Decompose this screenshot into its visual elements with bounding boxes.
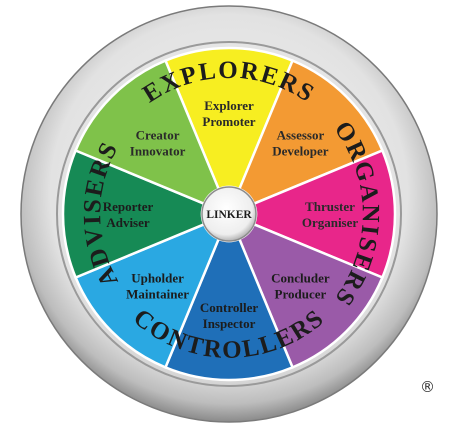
segment-label-line1: Upholder xyxy=(131,270,184,285)
segment-label-line1: Creator xyxy=(136,128,180,143)
segment-label-line2: Adviser xyxy=(106,215,150,230)
segment-label-line1: Assessor xyxy=(277,128,325,143)
segment-label-line1: Concluder xyxy=(271,270,330,285)
center-label: LINKER xyxy=(206,209,252,221)
segment-label-line2: Producer xyxy=(275,286,327,301)
registered-mark: ® xyxy=(420,378,435,396)
segment-label-line1: Reporter xyxy=(103,199,154,214)
segment-label-line1: Controller xyxy=(200,300,258,315)
segment-label-line1: Thruster xyxy=(305,199,355,214)
segment-label-line2: Organiser xyxy=(302,215,359,230)
segment-label-line2: Innovator xyxy=(130,144,186,159)
inner-ring-edge xyxy=(56,41,402,387)
segment-label-line1: Explorer xyxy=(204,98,254,113)
segment-label-line2: Developer xyxy=(272,144,329,159)
segment-label-line2: Inspector xyxy=(203,316,256,331)
center-hub xyxy=(201,186,257,242)
segment-label-line2: Maintainer xyxy=(126,286,189,301)
segment-label-line2: Promoter xyxy=(202,114,255,129)
